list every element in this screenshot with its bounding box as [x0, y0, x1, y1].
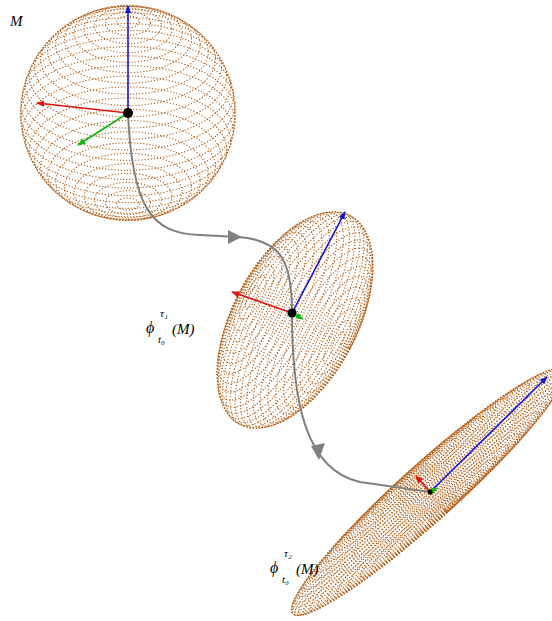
dot-ring: [288, 362, 552, 608]
dot-ring: [258, 245, 390, 426]
flow-arrowhead: [311, 443, 325, 460]
dot-ring: [74, 164, 182, 221]
dot-ring: [300, 376, 552, 621]
axis-arrow: [78, 113, 128, 145]
dot-ring: [198, 208, 342, 406]
set-argument: (M): [172, 322, 195, 337]
dot-ring: [217, 205, 391, 444]
dot-ring: [293, 369, 552, 621]
center-dot: [123, 108, 133, 118]
dot-ring: [95, 182, 162, 217]
dot-ring: [308, 304, 363, 379]
dot-ring: [21, 6, 235, 220]
dot-ring: [319, 390, 515, 570]
time-superscript: τ₁: [160, 308, 168, 319]
dot-ring: [397, 466, 488, 549]
dot-ring: [281, 357, 552, 620]
axis-arrow: [127, 6, 129, 113]
dot-ring: [329, 330, 348, 356]
map-symbol: ϕ: [270, 560, 278, 576]
dot-ring: [354, 426, 527, 584]
dot-ring: [84, 173, 172, 220]
dot-ring: [287, 364, 552, 621]
center-dot: [288, 309, 297, 318]
dot-ring: [224, 211, 393, 443]
dot-ring: [293, 367, 547, 600]
dot-ring: [239, 226, 393, 437]
axis-arrow: [292, 212, 345, 313]
axis-arrow: [37, 103, 128, 113]
dot-ring: [203, 221, 322, 384]
flow-arrowhead: [228, 230, 242, 244]
dot-ring: [41, 121, 216, 214]
center-dot: [428, 490, 433, 495]
dot-ring: [206, 198, 384, 442]
dot-ring: [301, 373, 539, 591]
axis-arrow: [232, 292, 292, 313]
dot-ring: [329, 403, 547, 603]
dot-ring: [412, 480, 473, 536]
flow-curve: [128, 113, 430, 492]
dot-ring: [199, 196, 373, 435]
time-superscript: τ₂: [284, 548, 292, 559]
dot-ring: [341, 414, 537, 594]
sphere-dots: [20, 5, 236, 221]
ellipsoid-dots: [274, 349, 552, 621]
dot-ring: [308, 384, 552, 617]
dot-ring: [185, 187, 405, 454]
dot-ring: [367, 439, 514, 574]
set-argument: (M): [296, 562, 319, 577]
dot-ring: [117, 198, 140, 210]
dot-ring: [231, 218, 394, 441]
ellipsoid-dots: [185, 187, 405, 454]
time-subscript: t₀: [158, 334, 165, 345]
dot-ring: [280, 356, 552, 621]
dot-ring: [298, 291, 370, 390]
dot-ring: [248, 235, 392, 433]
dot-ring: [219, 249, 291, 348]
dot-ring: [267, 255, 386, 418]
dot-ring: [226, 260, 281, 335]
set-label: M: [10, 14, 23, 29]
time-subscript: t₀: [282, 574, 289, 585]
dot-ring: [427, 494, 458, 522]
dot-ring: [318, 393, 552, 611]
dot-ring: [382, 452, 501, 561]
dot-ring: [29, 98, 226, 203]
map-symbol: ϕ: [146, 320, 154, 336]
axis-arrow: [416, 476, 430, 492]
dot-ring: [274, 349, 552, 621]
dot-ring: [196, 199, 359, 422]
dot-ring: [319, 317, 356, 368]
axis-arrow: [430, 377, 547, 492]
dot-ring: [309, 381, 527, 581]
dot-ring: [234, 272, 271, 323]
